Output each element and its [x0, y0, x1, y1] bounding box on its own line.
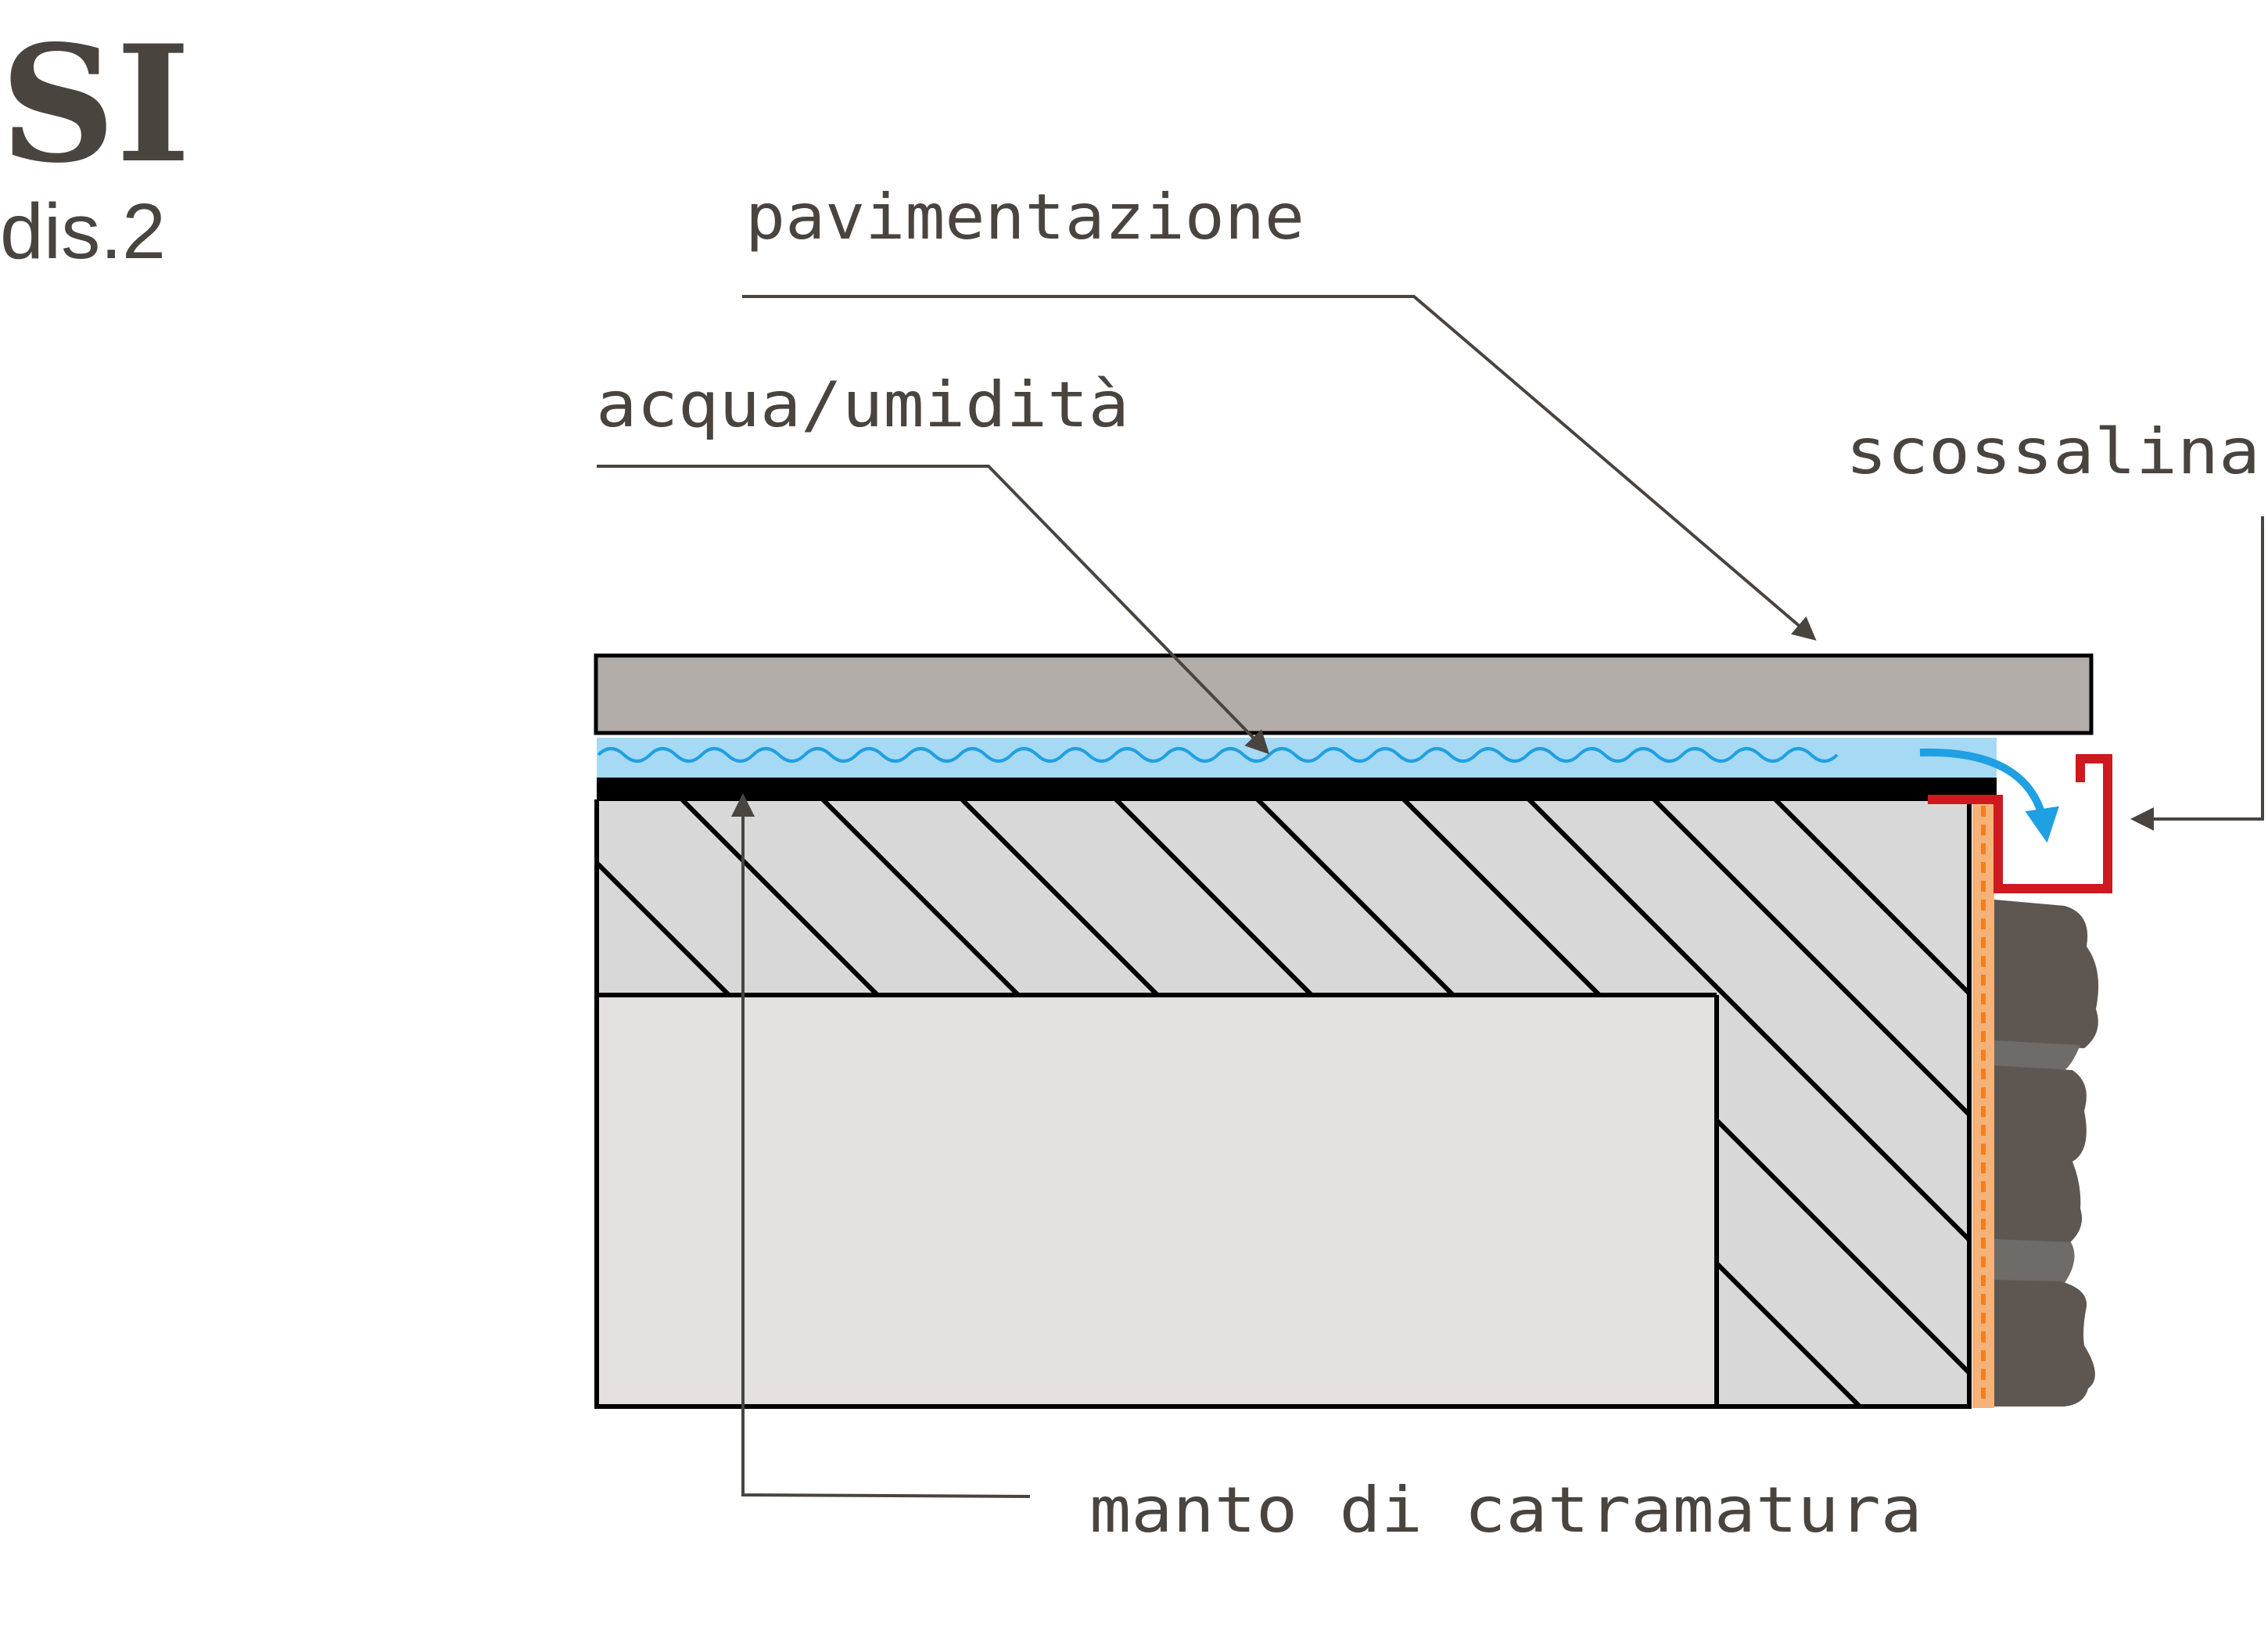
water-layer — [597, 738, 2059, 843]
sealant-strip — [1972, 804, 1994, 1408]
paving-slab — [594, 653, 2094, 735]
diagram-title: SI — [0, 11, 191, 199]
label-acqua-umidita: acqua/umidità — [596, 368, 1129, 441]
leader-manto — [731, 793, 1031, 1498]
water-drain-arrow — [1919, 748, 2059, 843]
leader-lines — [597, 295, 2264, 1498]
stone-wall — [1994, 900, 2099, 1406]
slab-hatching — [597, 799, 1969, 1406]
leader-pavimentazione — [742, 295, 1817, 641]
water-waves — [597, 747, 1839, 763]
stone-block-3 — [1994, 1280, 2095, 1406]
structure-outline — [594, 799, 1972, 1409]
stone-joint-2 — [1994, 1239, 2075, 1283]
label-scossalina: scossalina — [1846, 415, 2260, 488]
label-pavimentazione: pavimentazione — [745, 181, 1304, 253]
masonry-body — [597, 995, 1717, 1406]
leader-acqua — [597, 465, 1270, 755]
leader-scossalina — [2130, 516, 2264, 831]
diagram-subtitle: dis.2 — [0, 188, 166, 275]
flashing-profile — [1928, 754, 2112, 893]
label-manto-di-catramatura: manto di catramatura — [1089, 1474, 1922, 1547]
stone-joint-1 — [1994, 1040, 2080, 1070]
stone-block-1 — [1994, 900, 2099, 1048]
tar-membrane — [597, 778, 1997, 801]
stone-block-2 — [1994, 1065, 2087, 1244]
concrete-slab — [597, 799, 1969, 1406]
